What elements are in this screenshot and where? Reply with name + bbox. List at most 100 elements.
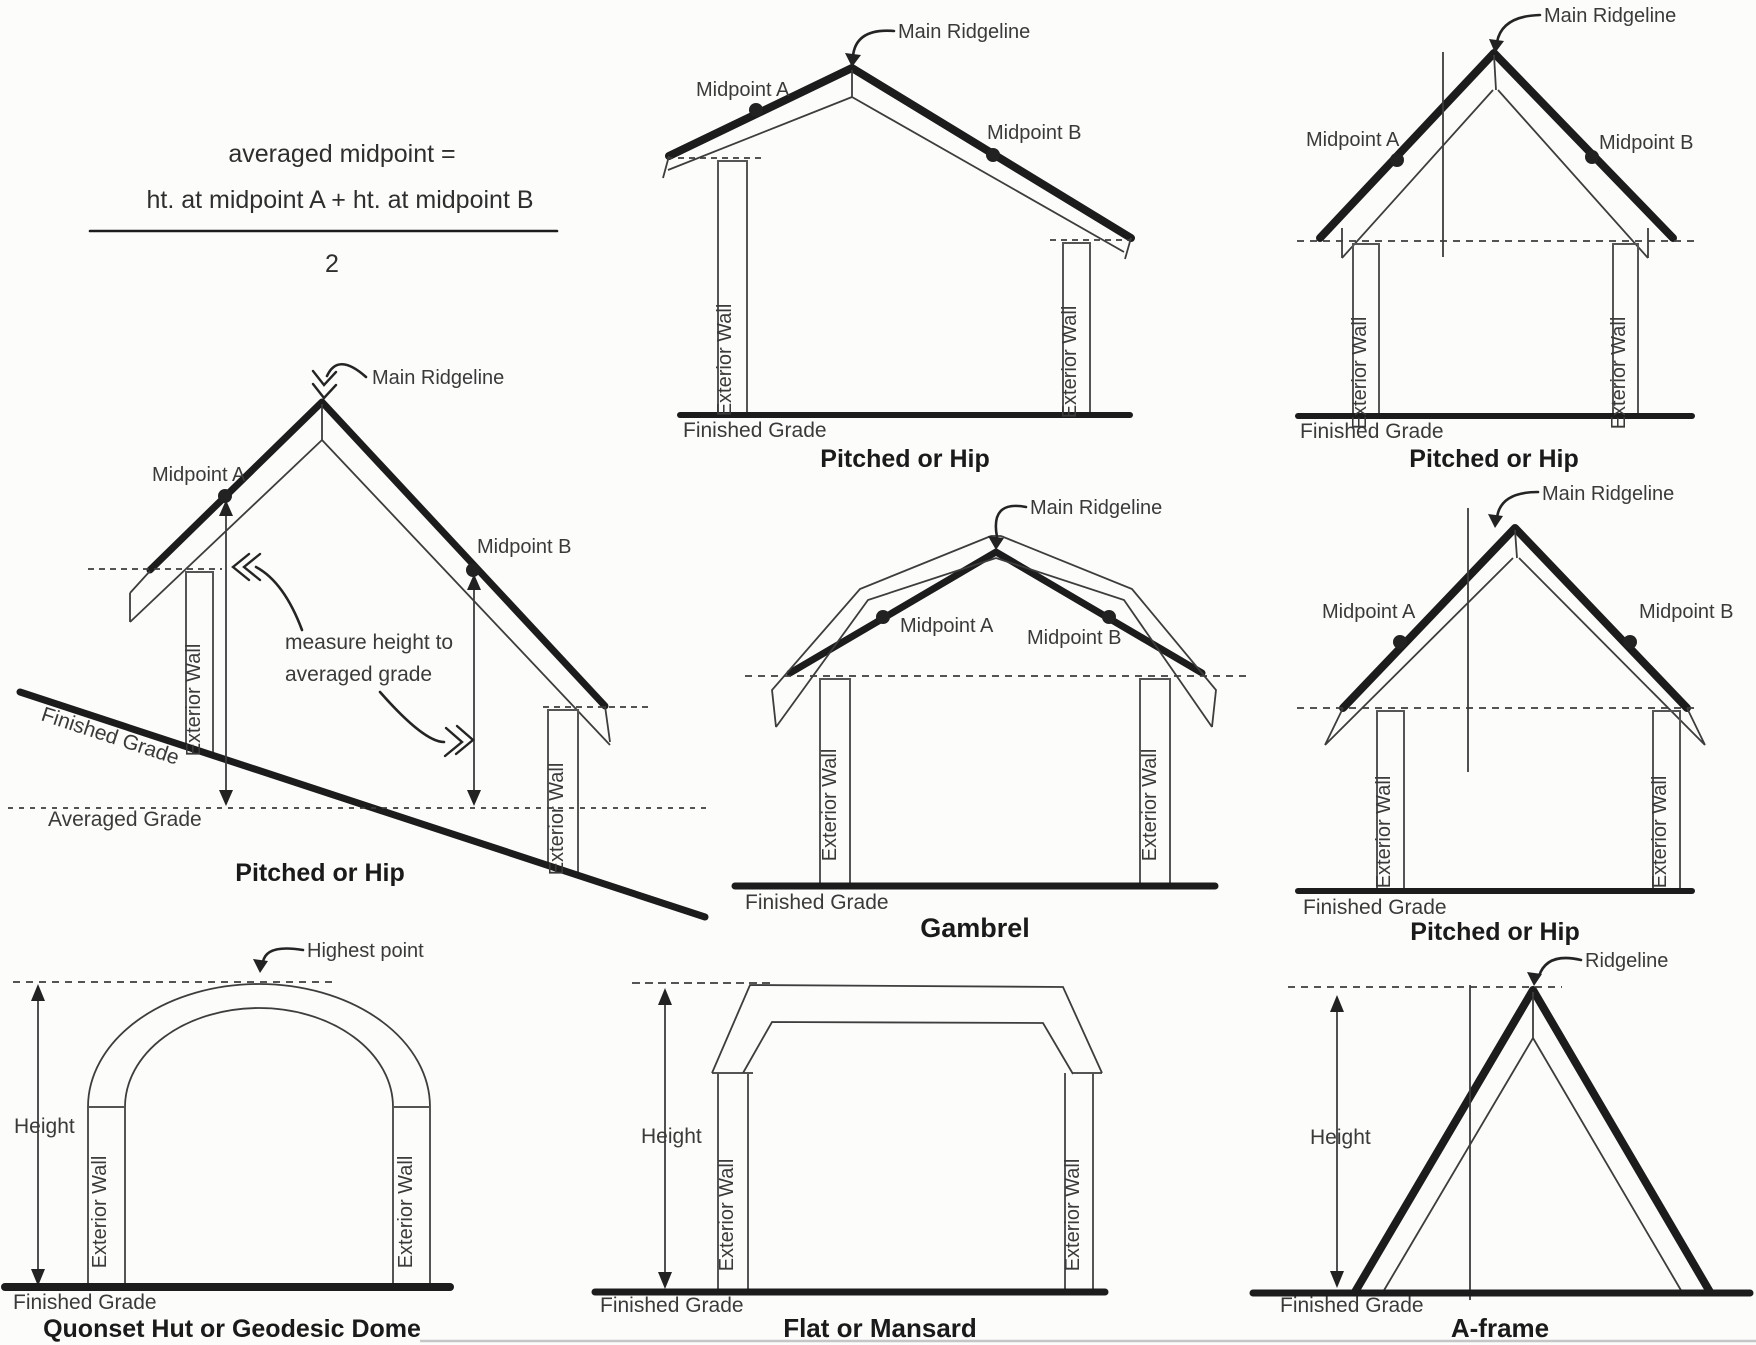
exterior-wall-lines: [717, 1073, 1094, 1291]
finished-grade-label: Finished Grade: [1300, 420, 1444, 443]
measure-b-up-arrowhead: [467, 574, 481, 590]
highest-point-arrowhead: [253, 959, 268, 973]
main-ridgeline-label: Main Ridgeline: [898, 21, 1030, 43]
roof-average-lines: [786, 548, 1206, 677]
finished-grade-label: Finished Grade: [683, 419, 827, 442]
main-ridgeline-label: Main Ridgeline: [1030, 497, 1162, 519]
panel-pitched-or-hip-mid-right: Main Ridgeline Midpoint A Midpoint B Ext…: [1295, 483, 1734, 946]
panel-title: Pitched or Hip: [1409, 445, 1578, 473]
finished-grade-label: Finished Grade: [1303, 896, 1447, 919]
a-frame-outer-lines: [1351, 986, 1714, 1296]
height-arrow-bottom-head: [658, 1272, 672, 1289]
ridgeline-chevron-arrowhead: [311, 369, 338, 400]
midpoint-b-label: Midpoint B: [987, 122, 1082, 144]
panel-flat-or-mansard: Height Exterior Wall Exterior Wall Finis…: [591, 982, 1109, 1343]
height-arrow-top-head: [658, 988, 672, 1005]
panel-quonset-hut: Highest point Height Exterior Wall Exter…: [1, 940, 454, 1343]
eave-dashed-lines: [667, 157, 1130, 241]
roof-slope-lines: [146, 398, 609, 710]
exterior-wall-lines: [1352, 243, 1639, 415]
a-frame-inner-lines: [1382, 992, 1683, 1293]
height-arrow-bottom-head: [31, 1269, 45, 1286]
midpoint-b-dot: [466, 563, 480, 577]
exterior-wall-lines: [87, 1106, 431, 1284]
midpoint-a-dot: [1390, 153, 1404, 167]
measure-a-down-arrowhead: [219, 790, 233, 806]
midpoint-a-dot: [218, 489, 232, 503]
main-ridgeline-label: Main Ridgeline: [1542, 483, 1674, 505]
ridgeline-arrow: [994, 504, 1028, 539]
formula-denominator: 2: [325, 250, 339, 278]
measure-b-down-arrowhead: [467, 790, 481, 806]
panel-title: Quonset Hut or Geodesic Dome: [43, 1315, 421, 1343]
midpoint-a-label: Midpoint A: [1306, 129, 1400, 151]
panel-title: Pitched or Hip: [1410, 918, 1579, 946]
ridgeline-arrowhead: [845, 53, 861, 67]
highest-point-arrow: [261, 947, 305, 964]
midpoint-a-dot: [876, 610, 890, 624]
note-arrow-right: [378, 690, 446, 744]
exterior-wall-left-label: Exterior Wall: [1373, 776, 1395, 889]
exterior-wall-lines: [717, 160, 1091, 414]
ridgeline-arrowhead: [1489, 39, 1504, 53]
ridgeline-arrow: [851, 29, 896, 58]
midpoint-b-dot: [1585, 150, 1599, 164]
panel-a-frame: Ridgeline Height Finished Grade A-frame: [1249, 950, 1754, 1343]
ridgeline-arrow: [1495, 13, 1542, 44]
panel-title: Pitched or Hip: [820, 445, 989, 473]
roof-slope-lines: [1316, 49, 1677, 242]
ridgeline-arrow: [325, 362, 368, 379]
panel-title: Pitched or Hip: [235, 859, 404, 887]
exterior-wall-right-label: Exterior Wall: [1608, 317, 1630, 430]
exterior-wall-right-label: Exterior Wall: [395, 1156, 417, 1269]
panel-title: Flat or Mansard: [783, 1313, 977, 1343]
exterior-wall-left-label: Exterior Wall: [1349, 317, 1371, 430]
exterior-wall-left-label: Exterior Wall: [714, 304, 736, 417]
midpoint-b-dot: [1102, 610, 1116, 624]
finished-grade-label: Finished Grade: [13, 1291, 157, 1314]
midpoint-a-label: Midpoint A: [152, 464, 246, 486]
midpoint-a-label: Midpoint A: [1322, 601, 1416, 623]
dome-inner-arc: [124, 1007, 394, 1108]
measure-note-line2: averaged grade: [285, 663, 432, 686]
ridgeline-arrowhead: [988, 536, 1004, 550]
averaged-grade-label: Averaged Grade: [48, 808, 202, 831]
panel-pitched-or-hip-top-right: Main Ridgeline Midpoint A Midpoint B Ext…: [1295, 5, 1700, 473]
height-arrow-top-head: [31, 984, 45, 1001]
highest-point-label: Highest point: [307, 940, 424, 962]
exterior-wall-left-label: Exterior Wall: [89, 1156, 111, 1269]
midpoint-a-label: Midpoint A: [900, 615, 994, 637]
panel-pitched-or-hip-top-center: Main Ridgeline Midpoint A Midpoint B Ext…: [662, 21, 1135, 473]
midpoint-a-label: Midpoint A: [696, 79, 790, 101]
panel-gambrel: Main Ridgeline Midpoint A Midpoint B Ext…: [731, 497, 1250, 943]
finished-grade-label: Finished Grade: [745, 891, 889, 914]
height-measure-lines: [225, 508, 475, 798]
roof-slope-lines: [1339, 524, 1691, 712]
height-arrow-top-head: [1330, 995, 1344, 1012]
note-arrow-left: [254, 565, 304, 632]
exterior-wall-right-label: Exterior Wall: [1649, 776, 1671, 889]
mansard-outer-outline: [711, 984, 1103, 1074]
midpoint-b-label: Midpoint B: [1599, 132, 1694, 154]
midpoint-b-label: Midpoint B: [477, 536, 572, 558]
height-label: Height: [1310, 1126, 1371, 1149]
midpoint-b-dot: [986, 148, 1000, 162]
measure-a-up-arrowhead: [219, 500, 233, 516]
ridgeline-arrowhead: [1488, 514, 1503, 528]
exterior-wall-lines: [185, 571, 579, 878]
gambrel-roof-outline: [771, 535, 1217, 728]
midpoint-a-dot: [1393, 635, 1407, 649]
roof-inner-lines: [1341, 54, 1649, 259]
exterior-wall-left-label: Exterior Wall: [183, 644, 205, 757]
midpoint-b-dot: [1623, 635, 1637, 649]
midpoint-b-label: Midpoint B: [1639, 601, 1734, 623]
exterior-wall-lines: [819, 678, 1171, 885]
height-arrow-bottom-head: [1330, 1271, 1344, 1288]
ridgeline-arrow: [1537, 956, 1583, 978]
main-ridgeline-label: Main Ridgeline: [372, 367, 504, 389]
panel-averaged-midpoint-formula: averaged midpoint = ht. at midpoint A + …: [88, 140, 559, 278]
mansard-inner-outline: [712, 1021, 1102, 1075]
height-label: Height: [641, 1125, 702, 1148]
roof-inner-lines: [662, 70, 1132, 260]
